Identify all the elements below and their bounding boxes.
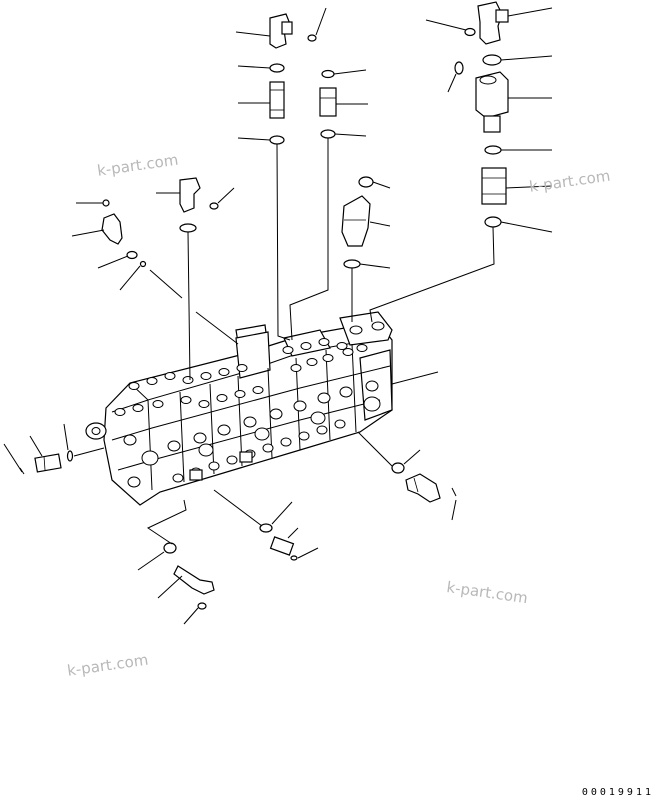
adapter-top-right <box>481 167 553 205</box>
control-valve-body <box>85 311 393 506</box>
plug-left <box>119 260 239 345</box>
o-ring-top-center-4 <box>321 69 367 79</box>
o-ring-bottom-left <box>137 499 187 571</box>
pin-left <box>3 443 25 475</box>
elbow-fitting-right-lower <box>405 473 441 503</box>
o-ring-top-center-1 <box>307 7 327 42</box>
swivel-block-fitting-top-right <box>475 71 552 133</box>
o-ring-left-1 <box>97 250 138 269</box>
top-ports-row <box>114 321 385 416</box>
o-ring-top-center-3 <box>237 135 291 341</box>
union-fitting-left <box>29 435 62 473</box>
o-ring-mid-right-1 <box>358 176 391 189</box>
o-ring-mid-left-2 <box>179 223 197 381</box>
o-ring-left-2 <box>63 423 105 462</box>
o-ring-mid-left-1 <box>209 187 235 210</box>
o-ring-mid-right-2 <box>343 259 391 322</box>
elbow-fitting-top-center <box>235 13 293 49</box>
drawing-code: 00019911 <box>581 787 654 798</box>
adapter-top-center-right <box>319 87 368 117</box>
o-ring-top-right-1 <box>425 19 476 37</box>
o-ring-top-right-5 <box>369 216 553 323</box>
o-ring-bottom-center <box>213 489 293 533</box>
o-ring-top-right-2 <box>482 54 553 66</box>
o-ring-bottom-center-2 <box>290 547 319 561</box>
pin-right-lower <box>451 487 457 521</box>
adapter-top-center-left <box>238 81 285 119</box>
union-fitting-bottom-center <box>269 527 299 556</box>
elbow-fitting-left <box>71 199 123 245</box>
elbow-pipe-bottom-left <box>157 565 215 599</box>
elbow-fitting-mid-right <box>341 195 391 247</box>
o-ring-right-lower <box>357 431 421 474</box>
valve-body-leader <box>391 371 439 385</box>
elbow-fitting-mid-left <box>156 177 201 213</box>
o-ring-bottom-left-2 <box>183 602 207 625</box>
o-ring-top-center-2 <box>237 63 285 73</box>
o-ring-top-right-3 <box>447 61 464 93</box>
o-ring-top-center-5 <box>289 129 367 341</box>
o-ring-top-right-4 <box>484 145 552 155</box>
elbow-fitting-top-right <box>477 1 553 45</box>
